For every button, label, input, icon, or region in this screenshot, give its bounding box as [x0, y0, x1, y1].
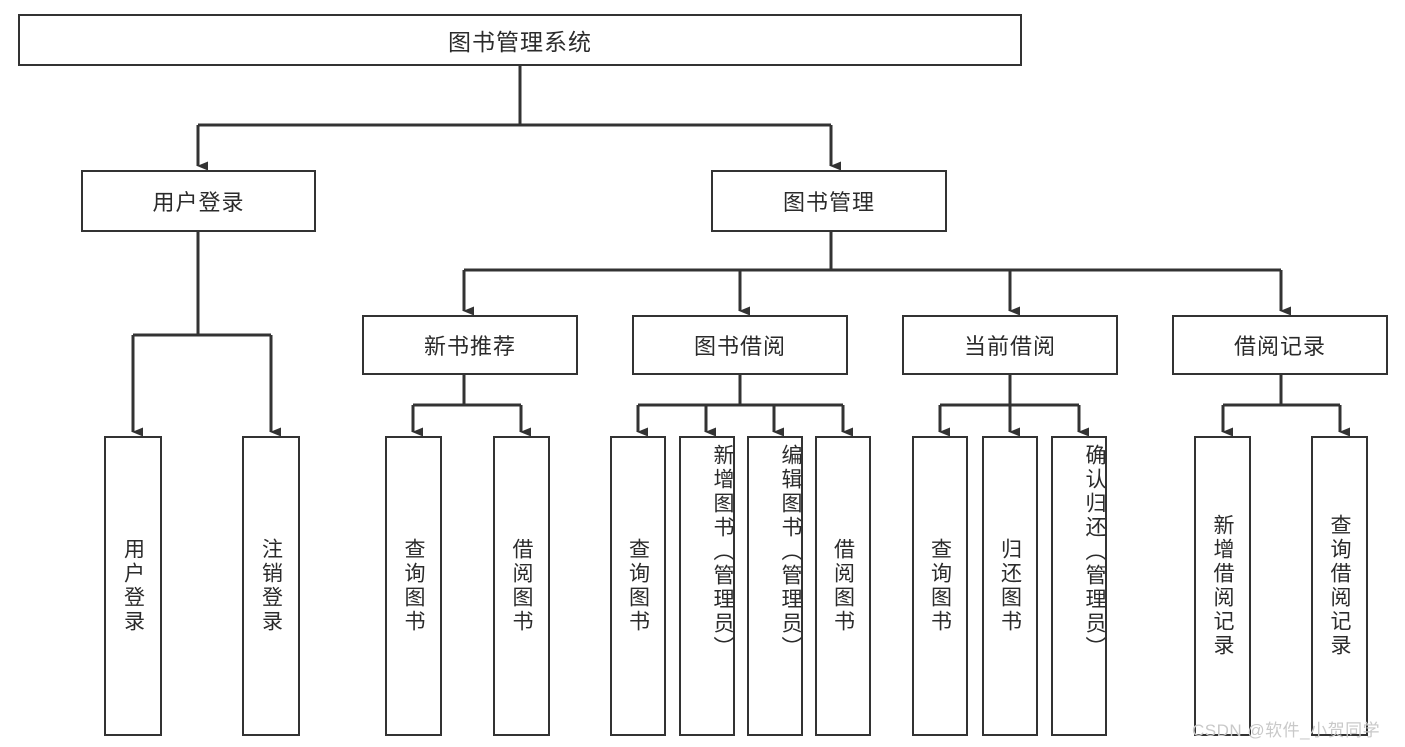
leaf-query-book-3-label: 查询图书: [928, 538, 952, 634]
node-book-management[interactable]: 图书管理: [711, 170, 947, 232]
leaf-query-book-2[interactable]: 查询图书: [610, 436, 666, 736]
leaf-query-record[interactable]: 查询借阅记录: [1311, 436, 1368, 736]
leaf-user-logout[interactable]: 注销登录: [242, 436, 300, 736]
leaf-user-login[interactable]: 用户登录: [104, 436, 162, 736]
node-book-borrow-label: 图书借阅: [693, 334, 786, 359]
leaf-query-book-1[interactable]: 查询图书: [385, 436, 442, 736]
leaf-borrow-book-1[interactable]: 借阅图书: [493, 436, 550, 736]
node-user-login[interactable]: 用户登录: [81, 170, 316, 232]
leaf-edit-book[interactable]: 编辑图书（管理员）: [747, 436, 803, 736]
leaf-confirm-return-label: 确认归还（管理员）: [1083, 444, 1106, 660]
node-borrow-record-label: 借阅记录: [1233, 334, 1326, 359]
leaf-borrow-book-2-label: 借阅图书: [831, 538, 855, 634]
node-current-borrow[interactable]: 当前借阅: [902, 315, 1118, 375]
leaf-query-record-label: 查询借阅记录: [1328, 514, 1351, 658]
leaf-edit-book-label: 编辑图书（管理员）: [779, 444, 802, 660]
leaf-return-book-label: 归还图书: [998, 538, 1022, 634]
node-new-book-recommend-label: 新书推荐: [423, 334, 516, 359]
node-borrow-record[interactable]: 借阅记录: [1172, 315, 1388, 375]
leaf-add-record-label: 新增借阅记录: [1211, 514, 1234, 658]
leaf-add-book[interactable]: 新增图书（管理员）: [679, 436, 735, 736]
leaf-borrow-book-1-label: 借阅图书: [510, 538, 533, 634]
node-book-management-label: 图书管理: [782, 190, 875, 215]
node-root[interactable]: 图书管理系统: [18, 14, 1022, 66]
node-new-book-recommend[interactable]: 新书推荐: [362, 315, 578, 375]
node-book-borrow[interactable]: 图书借阅: [632, 315, 848, 375]
leaf-query-book-2-label: 查询图书: [626, 538, 650, 634]
node-user-login-label: 用户登录: [152, 190, 245, 215]
leaf-query-book-3[interactable]: 查询图书: [912, 436, 968, 736]
leaf-borrow-book-2[interactable]: 借阅图书: [815, 436, 871, 736]
node-root-label: 图书管理系统: [448, 29, 592, 55]
leaf-return-book[interactable]: 归还图书: [982, 436, 1038, 736]
leaf-user-logout-label: 注销登录: [259, 538, 283, 634]
leaf-user-login-label: 用户登录: [121, 538, 145, 634]
leaf-confirm-return[interactable]: 确认归还（管理员）: [1051, 436, 1107, 736]
leaf-query-book-1-label: 查询图书: [402, 538, 425, 634]
leaf-add-record[interactable]: 新增借阅记录: [1194, 436, 1251, 736]
node-current-borrow-label: 当前借阅: [963, 334, 1056, 359]
leaf-add-book-label: 新增图书（管理员）: [711, 444, 734, 660]
